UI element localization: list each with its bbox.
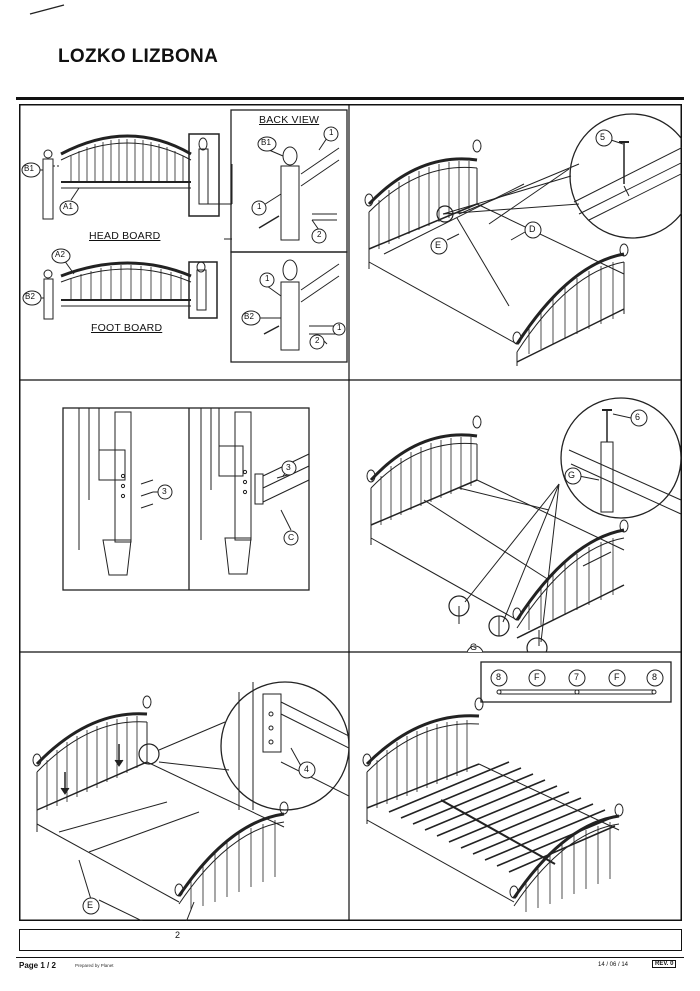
footer-revision: REV. 0 bbox=[652, 960, 677, 968]
callout-b2: B2 bbox=[25, 292, 36, 301]
bed-frame-illustration bbox=[364, 139, 629, 366]
callout-6: 6 bbox=[635, 412, 641, 422]
slatted-bed-illustration bbox=[362, 697, 624, 912]
callout-8-b: 8 bbox=[652, 672, 658, 682]
callout-a2: A2 bbox=[55, 250, 66, 259]
callout-1-a: 1 bbox=[257, 202, 262, 211]
callout-1-d: 1 bbox=[337, 323, 342, 332]
panel-step-1-head-foot-boards: BACK VIEW HEAD BOARD FOOT BOARD B1 A1 A2… bbox=[19, 104, 349, 380]
head-board-label: HEAD BOARD bbox=[89, 230, 161, 242]
title-rule bbox=[16, 97, 684, 100]
panel-step-2-bed-frame: 5 E D bbox=[349, 104, 682, 380]
head-board-illustration bbox=[42, 133, 233, 220]
instruction-grid: BACK VIEW HEAD BOARD FOOT BOARD B1 A1 A2… bbox=[19, 104, 682, 940]
callout-3-a: 3 bbox=[162, 486, 167, 496]
footer-date: 14 / 06 / 14 bbox=[598, 962, 629, 968]
callout-a1: A1 bbox=[63, 202, 74, 211]
callout-2-rail: 2 bbox=[175, 930, 181, 940]
document-title: LOZKO LIZBONA bbox=[58, 46, 219, 67]
callout-7: 7 bbox=[574, 672, 580, 682]
callout-2-b: 2 bbox=[315, 336, 320, 345]
foot-board-label: FOOT BOARD bbox=[91, 322, 163, 334]
bed-frame-side-rails bbox=[32, 695, 289, 910]
zoom-detail-bolt-4 bbox=[238, 682, 349, 810]
top-corner-mark bbox=[29, 4, 65, 15]
callout-1-c: 1 bbox=[265, 274, 270, 283]
panel-step-6-slats: 8 F 7 F 8 bbox=[349, 652, 682, 921]
foot-board-illustration bbox=[43, 261, 218, 320]
callout-g-b: G bbox=[470, 642, 478, 652]
callout-4: 4 bbox=[304, 764, 310, 774]
step-3-drawing bbox=[62, 407, 310, 591]
zoom-detail-screw-5 bbox=[573, 141, 682, 221]
callout-g-a: G bbox=[568, 470, 576, 480]
footer-rule bbox=[16, 957, 684, 958]
callout-b1-back: B1 bbox=[261, 138, 272, 147]
bed-frame-center-legs bbox=[366, 415, 629, 646]
step-4-drawing bbox=[366, 397, 682, 652]
slat-with-connectors bbox=[496, 689, 657, 695]
callout-2-a: 2 bbox=[317, 230, 322, 239]
step-1-drawing bbox=[21, 109, 348, 363]
leg-right bbox=[200, 408, 310, 575]
back-view-label: BACK VIEW bbox=[259, 114, 320, 126]
step-6-drawing bbox=[362, 661, 672, 912]
callout-b2-back: B2 bbox=[244, 312, 255, 321]
callout-d: D bbox=[529, 224, 536, 234]
panel-step-5-side-rails: E 2 4 bbox=[19, 652, 349, 940]
callout-f-a: F bbox=[534, 672, 540, 682]
step-5-drawing bbox=[32, 681, 349, 921]
callout-3-b: 3 bbox=[286, 462, 291, 472]
callout-c: C bbox=[288, 532, 295, 542]
callout-1-b: 1 bbox=[329, 128, 334, 137]
callout-5: 5 bbox=[600, 132, 606, 142]
callout-e-rail: E bbox=[87, 900, 94, 910]
footer-page-number: Page 1 / 2 bbox=[19, 961, 56, 970]
grid-lines bbox=[19, 104, 682, 921]
panel-step-3-leg-brackets: 3 3 C bbox=[19, 380, 349, 652]
callout-f-b: F bbox=[614, 672, 620, 682]
panel-step-4-support-legs: 6 G G bbox=[349, 380, 682, 652]
step-2-drawing bbox=[364, 113, 682, 366]
back-view-post-bottom bbox=[263, 259, 340, 351]
callout-8-a: 8 bbox=[496, 672, 502, 682]
back-view-post-top bbox=[258, 146, 340, 241]
notes-bar bbox=[19, 929, 682, 951]
leg-left bbox=[78, 408, 159, 576]
footer-prepared-by: Prepared by Planet bbox=[75, 963, 114, 968]
zoom-detail-screw-6 bbox=[568, 409, 682, 515]
callout-b1: B1 bbox=[24, 164, 35, 173]
callout-e: E bbox=[435, 240, 442, 250]
